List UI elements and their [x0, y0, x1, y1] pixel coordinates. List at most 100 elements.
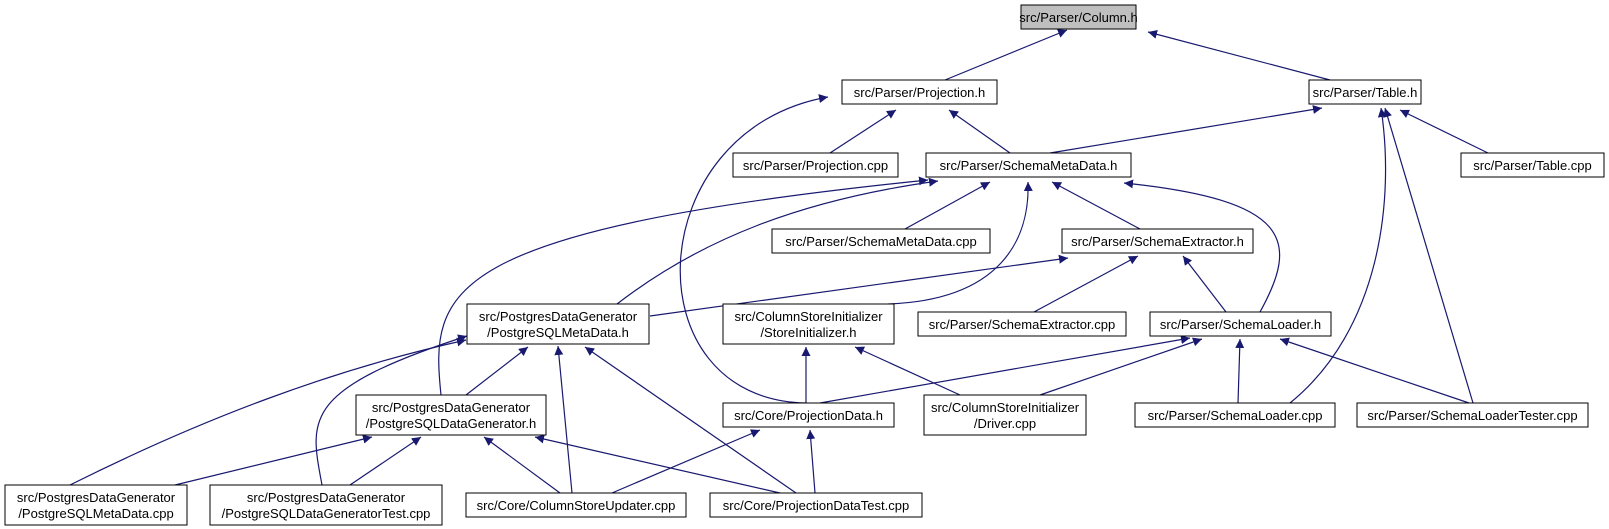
node-label: /Driver.cpp	[974, 416, 1036, 431]
node-label: src/Core/ProjectionDataTest.cpp	[723, 498, 909, 513]
node-box	[1356, 402, 1589, 428]
node-box	[841, 79, 998, 105]
node-label: src/ColumnStoreInitializer	[734, 309, 883, 324]
edge-schemaloader_h-to-schemametadata_h	[1123, 179, 1281, 313]
node-box	[925, 152, 1132, 178]
edge-schemametadata_h-to-projection_h	[948, 109, 1011, 154]
edge-projectiondatatest_cpp-to-pg_metadata_h	[584, 346, 797, 494]
node-label: /PostgreSQLMetaData.cpp	[18, 506, 173, 521]
edge-table_h-to-column_h	[1147, 29, 1331, 81]
edges-layer	[69, 29, 1489, 494]
node-pg-metadata-h[interactable]: src/PostgresDataGenerator/PostgreSQLMeta…	[466, 303, 650, 345]
edge-table_cpp-to-table_h	[1399, 109, 1489, 154]
node-label: src/Core/ColumnStoreUpdater.cpp	[477, 498, 676, 513]
edge-projection_cpp-to-projection_h	[829, 109, 897, 154]
node-projection-h[interactable]: src/Parser/Projection.h	[841, 79, 998, 105]
nodes-layer: src/Parser/Column.h src/Parser/Projection…	[4, 4, 1605, 526]
node-label: src/Parser/Projection.cpp	[743, 158, 888, 173]
node-column-h[interactable]: src/Parser/Column.h	[1019, 4, 1138, 30]
node-box	[209, 484, 443, 526]
edge-driver_cpp-to-storeinitializer_h	[854, 346, 961, 396]
edge-pg_metadata_h-to-schemaextractor_h	[649, 254, 1069, 317]
node-box	[4, 484, 188, 526]
node-pg-datagentest-cpp[interactable]: src/PostgresDataGenerator/PostgreSQLData…	[209, 484, 443, 526]
edge-schemaloadertester_cpp-to-schemaloader_h	[1279, 337, 1470, 404]
node-table-cpp[interactable]: src/Parser/Table.cpp	[1460, 152, 1605, 178]
node-pg-datagenerator-h[interactable]: src/PostgresDataGenerator/PostgreSQLData…	[355, 394, 547, 436]
node-label: src/Parser/SchemaExtractor.cpp	[929, 317, 1115, 332]
node-label: src/Parser/SchemaLoader.h	[1160, 317, 1321, 332]
node-box	[722, 402, 895, 428]
node-box	[923, 394, 1087, 436]
node-label: src/Parser/SchemaMetaData.h	[940, 158, 1118, 173]
node-label: /PostgreSQLDataGenerator.h	[366, 416, 537, 431]
node-schemaloader-h[interactable]: src/Parser/SchemaLoader.h	[1149, 311, 1332, 337]
node-label: /PostgreSQLMetaData.h	[487, 325, 629, 340]
edge-projectiondata_h-to-schemaloader_h	[819, 335, 1191, 404]
node-box	[465, 492, 687, 518]
edge-columnstoreupdater_cpp-to-projectiondata_h	[611, 429, 761, 494]
edge-schemametadata_cpp-to-schemametadata_h	[904, 181, 991, 230]
edge-schemaextractor_h-to-schemametadata_h	[1051, 181, 1141, 230]
node-box	[355, 394, 547, 436]
node-box	[1149, 311, 1332, 337]
edge-schemaloadertester_cpp-to-table_h	[1383, 107, 1474, 404]
node-schemaextractor-h[interactable]: src/Parser/SchemaExtractor.h	[1061, 228, 1254, 254]
node-label: src/Parser/Table.h	[1313, 85, 1418, 100]
node-box	[1134, 402, 1336, 428]
node-box	[732, 152, 899, 178]
node-schemaextractor-cpp[interactable]: src/Parser/SchemaExtractor.cpp	[917, 311, 1127, 337]
edge-schemaloader_cpp-to-schemaloader_h	[1235, 338, 1245, 404]
node-label: src/Parser/SchemaExtractor.h	[1071, 234, 1244, 249]
node-schemametadata-h[interactable]: src/Parser/SchemaMetaData.h	[925, 152, 1132, 178]
node-box	[917, 311, 1127, 337]
node-schemaloadertester-cpp[interactable]: src/Parser/SchemaLoaderTester.cpp	[1356, 402, 1589, 428]
node-box	[709, 492, 923, 518]
node-label: src/Core/ProjectionData.h	[734, 408, 883, 423]
edge-schemaloader_cpp-to-table_h	[1289, 107, 1387, 404]
edge-schemaextractor_cpp-to-schemaextractor_h	[1033, 255, 1139, 313]
node-box	[771, 228, 991, 254]
node-projectiondatatest-cpp[interactable]: src/Core/ProjectionDataTest.cpp	[709, 492, 923, 518]
node-box	[1308, 79, 1422, 105]
edge-projectiondatatest_cpp-to-projectiondata_h	[806, 429, 816, 494]
node-schemametadata-cpp[interactable]: src/Parser/SchemaMetaData.cpp	[771, 228, 991, 254]
edge-columnstoreupdater_cpp-to-pg_metadata_h	[554, 345, 573, 494]
edge-pg_datagentest_cpp-to-pg_datagenerator_h	[349, 436, 422, 486]
edge-schemametadata_h-to-table_h	[1049, 105, 1323, 154]
node-box	[466, 303, 650, 345]
node-projection-cpp[interactable]: src/Parser/Projection.cpp	[732, 152, 899, 178]
node-label: src/Parser/Column.h	[1019, 10, 1137, 25]
node-box	[1061, 228, 1254, 254]
node-label: src/PostgresDataGenerator	[372, 400, 531, 415]
node-label: src/Parser/SchemaLoaderTester.cpp	[1367, 408, 1577, 423]
node-label: src/Parser/SchemaLoader.cpp	[1148, 408, 1323, 423]
node-table-h[interactable]: src/Parser/Table.h	[1308, 79, 1422, 105]
node-schemaloader-cpp[interactable]: src/Parser/SchemaLoader.cpp	[1134, 402, 1336, 428]
edge-pg_metadata_cpp-to-pg_metadata_h	[69, 337, 467, 486]
node-label: src/PostgresDataGenerator	[479, 309, 638, 324]
node-label: /StoreInitializer.h	[760, 325, 856, 340]
node-driver-cpp[interactable]: src/ColumnStoreInitializer/Driver.cpp	[923, 394, 1087, 436]
edge-schemaloader_h-to-schemaextractor_h	[1182, 255, 1227, 313]
node-pg-metadata-cpp[interactable]: src/PostgresDataGenerator/PostgreSQLMeta…	[4, 484, 188, 526]
node-label: src/PostgresDataGenerator	[17, 490, 176, 505]
node-box	[722, 303, 895, 345]
node-label: src/Parser/SchemaMetaData.cpp	[785, 234, 976, 249]
node-label: src/Parser/Projection.h	[854, 85, 986, 100]
edge-storeinitializer_h-to-schemametadata_h	[887, 181, 1033, 305]
node-label: src/ColumnStoreInitializer	[931, 400, 1080, 415]
edge-driver_cpp-to-schemaloader_h	[1039, 337, 1203, 396]
node-storeinitializer-h[interactable]: src/ColumnStoreInitializer/StoreInitiali…	[722, 303, 895, 345]
node-label: /PostgreSQLDataGeneratorTest.cpp	[222, 506, 431, 521]
node-projectiondata-h[interactable]: src/Core/ProjectionData.h	[722, 402, 895, 428]
node-box	[1020, 4, 1137, 30]
node-columnstoreupdater-cpp[interactable]: src/Core/ColumnStoreUpdater.cpp	[465, 492, 687, 518]
node-label: src/Parser/Table.cpp	[1473, 158, 1592, 173]
edge-projectiondatatest_cpp-to-pg_datagenerator_h	[534, 434, 781, 494]
node-label: src/PostgresDataGenerator	[247, 490, 406, 505]
node-box	[1460, 152, 1605, 178]
edge-pg_datagenerator_h-to-schemametadata_h	[438, 176, 929, 396]
edge-pg_metadata_cpp-to-pg_datagenerator_h	[174, 434, 373, 486]
